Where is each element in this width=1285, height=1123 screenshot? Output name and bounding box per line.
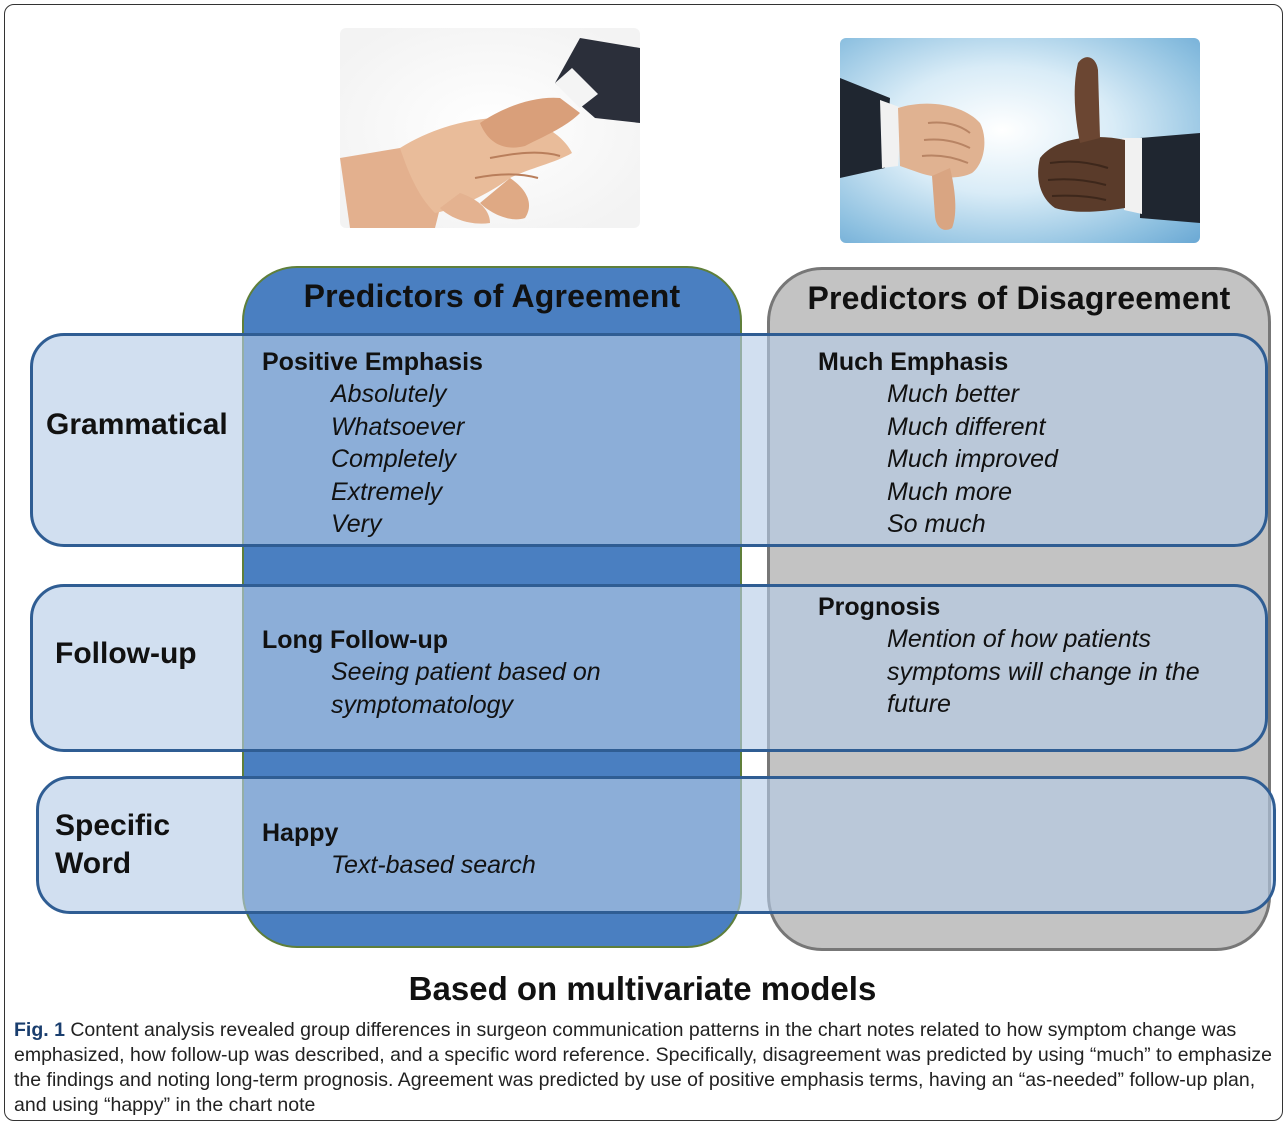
cell-item: Mention of how patients	[887, 625, 1152, 653]
prognosis-cell: Prognosis Mention of how patients sympto…	[818, 591, 1200, 721]
handshake-icon	[340, 28, 640, 228]
long-followup-cell: Long Follow-up Seeing patient based on s…	[262, 624, 601, 721]
cell-item: So much	[887, 510, 986, 538]
grammatical-label: Grammatical	[46, 408, 228, 441]
much-emphasis-cell: Much Emphasis Much better Much different…	[818, 346, 1058, 541]
cell-item: Much improved	[887, 445, 1058, 473]
cell-heading: Prognosis	[818, 593, 941, 621]
followup-label: Follow-up	[55, 637, 197, 670]
cell-item: Very	[331, 510, 382, 538]
agreement-column-title: Predictors of Agreement	[303, 278, 681, 314]
grammatical-row	[30, 333, 1268, 547]
cell-item: future	[887, 690, 951, 718]
cell-item: Much different	[887, 412, 1046, 441]
cell-item: symptoms will change in the	[887, 657, 1200, 686]
thumbs-up-down-icon	[840, 38, 1200, 243]
specific-word-row	[36, 776, 1276, 914]
figure-subtitle: Based on multivariate models	[408, 970, 877, 1007]
cell-item: Text-based search	[331, 851, 536, 879]
happy-cell: Happy Text-based search	[262, 817, 536, 882]
cell-item: Completely	[331, 445, 457, 473]
caption-text: Content analysis revealed group differen…	[14, 1019, 1273, 1116]
cell-heading: Positive Emphasis	[262, 348, 483, 376]
specific-word-label-line1: Specific	[55, 809, 171, 842]
cell-item: Whatsoever	[331, 412, 465, 441]
positive-emphasis-cell: Positive Emphasis Absolutely Whatsoever …	[262, 346, 483, 541]
caption-label: Fig. 1	[14, 1019, 65, 1041]
cell-heading: Long Follow-up	[262, 626, 449, 654]
specific-word-label: Specific Word	[55, 807, 170, 883]
cell-heading: Much Emphasis	[818, 348, 1009, 376]
specific-word-label-line2: Word	[55, 847, 132, 880]
cell-item: Extremely	[331, 477, 443, 506]
figure-caption: Fig. 1 Content analysis revealed group d…	[14, 1018, 1276, 1118]
followup-row	[30, 584, 1268, 752]
disagreement-column-title: Predictors of Disagreement	[807, 280, 1231, 316]
cell-heading: Happy	[262, 819, 339, 847]
cell-item: Much better	[887, 380, 1020, 408]
cell-item: symptomatology	[331, 690, 514, 719]
figure-frame	[4, 4, 1283, 1121]
cell-item: Much more	[887, 477, 1013, 506]
cell-item: Seeing patient based on	[331, 658, 601, 686]
cell-item: Absolutely	[331, 380, 447, 408]
